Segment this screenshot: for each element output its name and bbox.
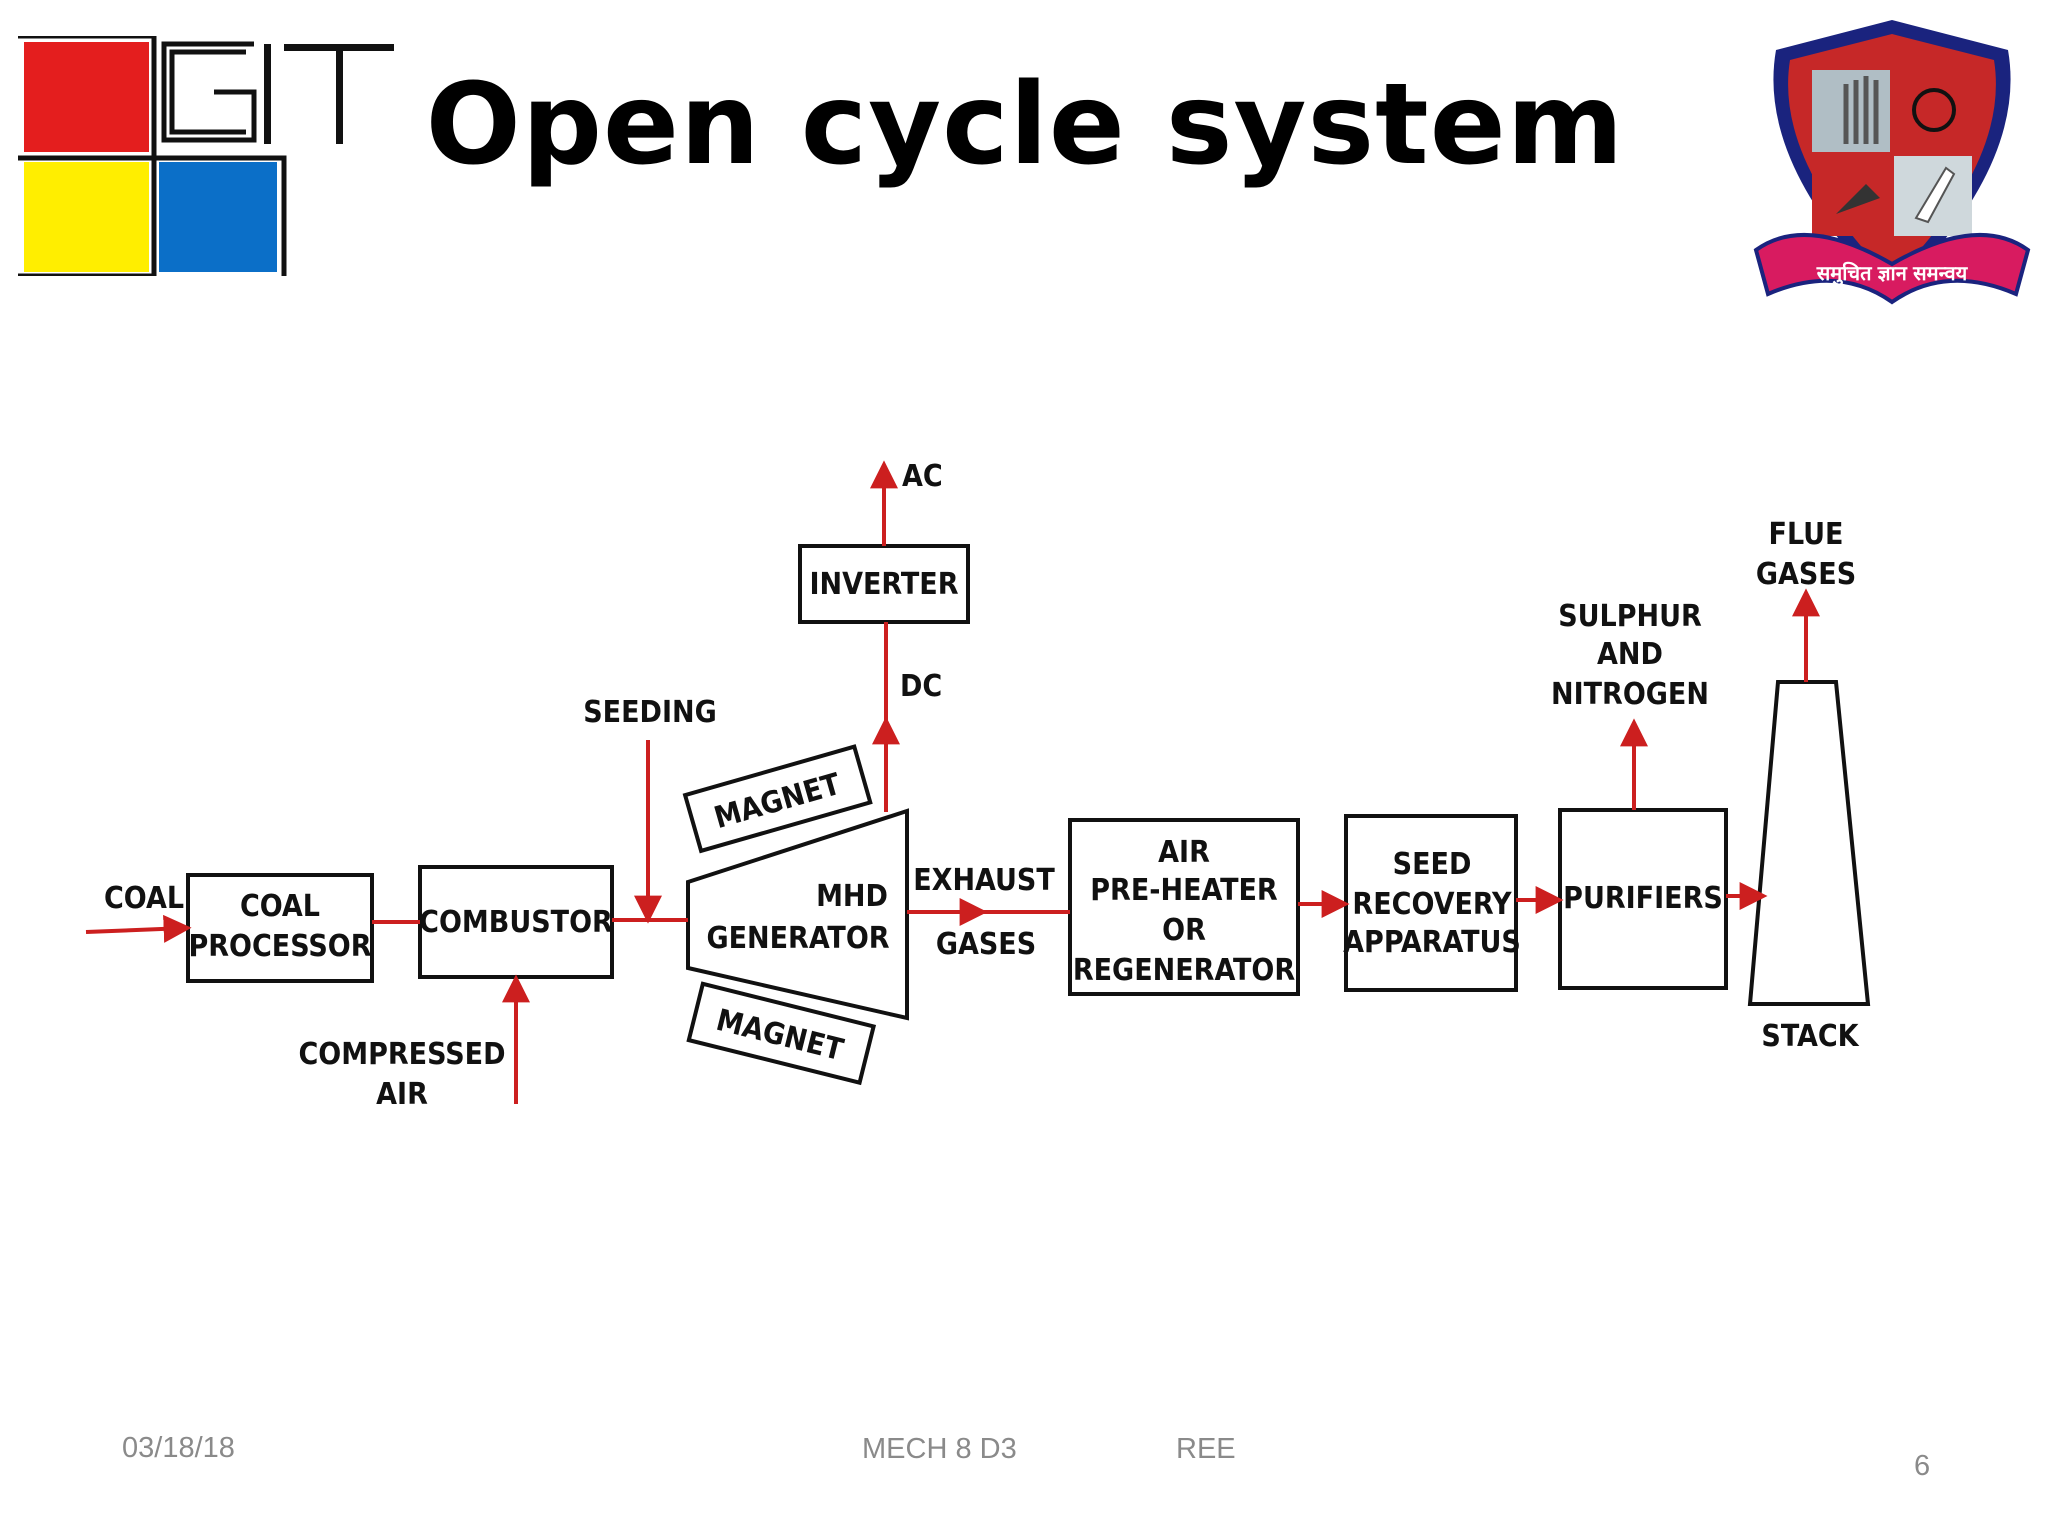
coal-processor-label-2: PROCESSOR — [188, 929, 371, 964]
mhd-label-2: GENERATOR — [706, 921, 889, 956]
preheater-label-1: AIR — [1158, 835, 1210, 870]
flue-gases-label-1: FLUE — [1769, 517, 1844, 552]
coal-arrow — [85, 914, 192, 943]
stack-shape — [1747, 680, 1871, 1006]
compressed-air-label-2: AIR — [376, 1077, 428, 1112]
stack-label: STACK — [1761, 1019, 1859, 1054]
footer-subject: REE — [1176, 1433, 1236, 1465]
dc-label: DC — [900, 669, 942, 704]
flue-gases-label-2: GASES — [1756, 557, 1856, 592]
footer-course: MECH 8 D3 — [862, 1433, 1017, 1465]
slide-title: Open cycle system — [425, 60, 1625, 190]
mhd-generator-shape — [686, 808, 909, 1021]
sulphur-label-3: NITROGEN — [1551, 677, 1709, 712]
coal-label: COAL — [104, 881, 184, 916]
purifiers-label: PURIFIERS — [1563, 881, 1723, 916]
seed-recovery-label-3: APPARATUS — [1343, 925, 1521, 960]
ac-label: AC — [902, 459, 943, 494]
sulphur-label-1: SULPHUR — [1558, 599, 1702, 634]
seed-recovery-label-1: SEED — [1393, 847, 1472, 882]
preheater-label-4: REGENERATOR — [1073, 953, 1296, 988]
magnet-top-label: MAGNET — [710, 767, 845, 836]
logo-blue-square — [159, 162, 277, 272]
magnet-bottom-label: MAGNET — [713, 1003, 848, 1068]
exhaust-label-1: EXHAUST — [913, 863, 1055, 898]
footer-date: 03/18/18 — [122, 1432, 235, 1464]
logo-yellow-square — [24, 162, 149, 272]
logo-red-square — [24, 42, 149, 152]
combustor-label: COMBUSTOR — [419, 905, 613, 940]
git-logo — [18, 36, 394, 276]
air-preheater-box — [1068, 818, 1300, 996]
inverter-label: INVERTER — [809, 567, 958, 602]
seeding-label: SEEDING — [583, 695, 717, 730]
magnet-bottom-box — [686, 981, 877, 1086]
mhd-label-1: MHD — [816, 879, 888, 914]
magnet-top-box — [682, 744, 873, 854]
university-emblem: समुचित ज्ञान समन्वय — [1753, 20, 2031, 305]
preheater-label-2: PRE-HEATER — [1090, 873, 1278, 908]
coal-processor-label-1: COAL — [240, 889, 320, 924]
seed-recovery-label-2: RECOVERY — [1352, 887, 1512, 922]
compressed-air-label-1: COMPRESSED — [299, 1037, 506, 1072]
sulphur-label-2: AND — [1597, 637, 1663, 672]
emblem-motto: समुचित ज्ञान समन्वय — [1816, 261, 1969, 286]
preheater-label-3: OR — [1162, 913, 1206, 948]
exhaust-label-2: GASES — [936, 927, 1036, 962]
footer-page-number: 6 — [1914, 1450, 1931, 1482]
